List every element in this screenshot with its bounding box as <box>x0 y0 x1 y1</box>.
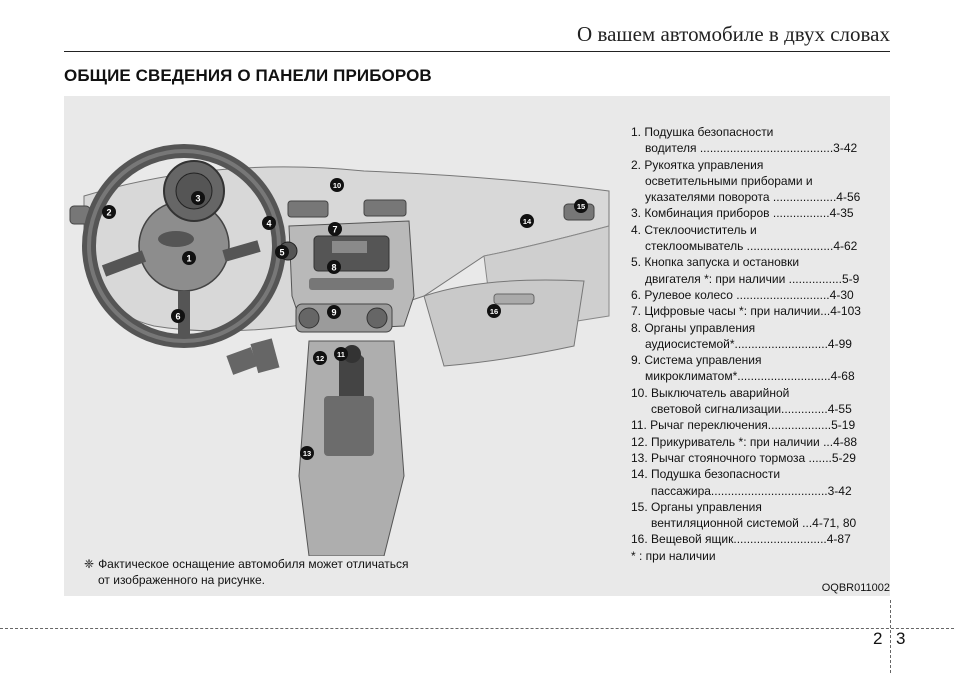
svg-text:8: 8 <box>331 263 336 273</box>
callout-8: 8 <box>327 260 341 274</box>
page-section-number: 2 <box>873 629 883 648</box>
legend-item-3: 3. Комбинация приборов .................… <box>631 206 854 221</box>
callout-10: 10 <box>330 178 344 192</box>
section-title: ОБЩИЕ СВЕДЕНИЯ О ПАНЕЛИ ПРИБОРОВ <box>64 66 432 85</box>
dashboard-figure-panel: 1 2 3 4 5 6 7 8 9 10 11 12 13 14 15 16 1… <box>64 96 890 596</box>
callout-6: 6 <box>171 309 185 323</box>
svg-text:4: 4 <box>266 219 271 229</box>
note-symbol: ❈ <box>84 557 95 571</box>
svg-text:7: 7 <box>332 225 337 235</box>
callout-5: 5 <box>275 245 289 259</box>
svg-text:12: 12 <box>316 354 324 363</box>
legend-item-12: 12. Прикуриватель *: при наличии ...4-88 <box>631 434 858 449</box>
legend-item-7: 7. Цифровые часы *: при наличии...4-103 <box>631 304 861 319</box>
legend-footnote: * : при наличии <box>631 548 716 563</box>
callout-1: 1 <box>182 251 196 265</box>
callout-15: 15 <box>574 199 588 213</box>
equipment-note: ❈Фактическое оснащение автомобиля может … <box>84 556 409 588</box>
callout-11: 11 <box>334 347 348 361</box>
page-number: 3 <box>896 629 906 648</box>
svg-text:9: 9 <box>331 308 336 318</box>
svg-text:11: 11 <box>337 350 345 359</box>
callout-12: 12 <box>313 351 327 365</box>
note-line-2: от изображенного на рисунке. <box>98 573 265 587</box>
chapter-header: О вашем автомобиле в двух словах <box>577 22 890 46</box>
svg-text:14: 14 <box>523 217 532 226</box>
svg-text:3: 3 <box>195 194 200 204</box>
dashboard-illustration: 1 2 3 4 5 6 7 8 9 10 11 12 13 14 15 16 <box>69 144 610 556</box>
footer-divider <box>890 600 891 673</box>
svg-text:16: 16 <box>490 307 498 316</box>
legend-item-16: 16. Вещевой ящик........................… <box>631 532 851 547</box>
svg-text:2: 2 <box>106 208 111 218</box>
svg-text:5: 5 <box>279 248 284 258</box>
footer-rule <box>0 628 954 629</box>
svg-text:13: 13 <box>303 449 311 458</box>
svg-text:10: 10 <box>333 181 341 190</box>
figure-code: OQBR011002 <box>821 582 890 594</box>
callout-9: 9 <box>327 305 341 319</box>
svg-text:15: 15 <box>577 202 585 211</box>
callout-14: 14 <box>520 214 534 228</box>
svg-text:6: 6 <box>175 312 180 322</box>
legend-item-11: 11. Рычаг переключения..................… <box>631 418 856 433</box>
legend-item-6: 6. Рулевое колесо ......................… <box>631 287 854 302</box>
callout-2: 2 <box>102 205 116 219</box>
callout-13: 13 <box>300 446 314 460</box>
callout-16: 16 <box>487 304 501 318</box>
callout-7: 7 <box>328 222 342 236</box>
callout-3: 3 <box>191 191 205 205</box>
note-line-1: Фактическое оснащение автомобиля может о… <box>98 557 409 571</box>
legend-item-13: 13. Рычаг стояночного тормоза .......5-2… <box>631 450 856 465</box>
header-rule <box>64 51 890 52</box>
svg-text:1: 1 <box>186 254 191 264</box>
callout-4: 4 <box>262 216 276 230</box>
